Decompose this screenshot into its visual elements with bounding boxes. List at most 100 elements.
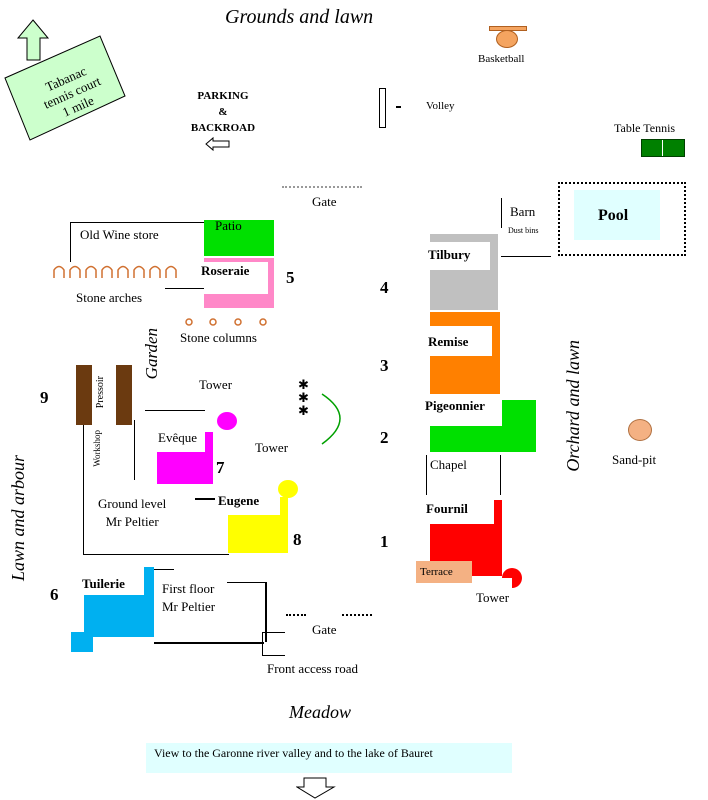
tower-top-label: Tower — [199, 377, 233, 392]
bottom-gate-marker — [342, 614, 372, 616]
wall-line — [70, 222, 204, 223]
lawn-arbour-label: Lawn and arbour — [8, 455, 28, 582]
wall-line — [500, 455, 501, 495]
tower-right-label: Tower — [476, 590, 510, 605]
wall-line — [501, 198, 502, 228]
wall-line — [145, 410, 205, 411]
dust-bins-label: Dust bins — [508, 226, 539, 235]
patio-building — [204, 220, 274, 256]
wall-line — [154, 642, 264, 644]
ground-level-label: Ground level Mr Peltier — [98, 495, 166, 531]
tree-icon: ✱ — [298, 377, 309, 392]
view-banner: View to the Garonne river valley and to … — [146, 743, 512, 773]
volley-net-icon — [379, 88, 386, 128]
front-access-label: Front access road — [267, 661, 358, 676]
eugene-building — [228, 497, 288, 553]
remise-label: Remise — [428, 334, 469, 349]
tennis-direction-arrow-icon — [4, 19, 126, 141]
eveque-tower-icon — [217, 412, 237, 430]
tree-icon: ✱ — [298, 390, 309, 405]
number-1: 1 — [380, 532, 389, 551]
pool-label: Pool — [598, 207, 629, 224]
pool-area-border — [558, 182, 686, 256]
tilbury-building — [430, 234, 498, 310]
eugene-tower-icon — [278, 480, 298, 498]
down-arrow-icon — [296, 777, 336, 799]
parking-label: PARKING & BACKROAD — [178, 88, 268, 136]
wall-line — [165, 288, 205, 289]
number-9: 9 — [40, 388, 49, 407]
roseraie-label: Roseraie — [201, 263, 250, 278]
table-tennis-label: Table Tennis — [614, 121, 676, 135]
tree-icon: ✱ — [298, 403, 309, 418]
parking-line3: BACKROAD — [190, 122, 256, 134]
tuilerie-annex — [71, 632, 93, 652]
tuilerie-label: Tuilerie — [82, 576, 125, 591]
tilbury-label: Tilbury — [428, 247, 471, 262]
basketball-icon — [496, 30, 518, 48]
wall-line — [134, 420, 135, 480]
front-gate-post — [262, 632, 285, 656]
top-gate-label: Gate — [312, 194, 337, 209]
basketball-label: Basketball — [478, 53, 525, 65]
tree-icons: ✱ ✱ ✱ — [298, 378, 309, 417]
first-floor-line1: First floor — [162, 581, 215, 596]
sandpit-label: Sand-pit — [612, 452, 657, 467]
meadow-label: Meadow — [289, 702, 351, 722]
wall-line — [265, 582, 267, 642]
tower-mid-label: Tower — [255, 440, 289, 455]
number-2: 2 — [380, 428, 389, 447]
pressoir-label: Pressoir — [95, 376, 106, 409]
number-5: 5 — [286, 268, 295, 287]
first-floor-label: First floor Mr Peltier — [162, 580, 215, 616]
bottom-gate-label: Gate — [312, 622, 337, 637]
orchard-lawn-label: Orchard and lawn — [563, 340, 583, 472]
tuilerie-building — [84, 567, 154, 637]
top-gate-marker — [282, 186, 362, 188]
number-4: 4 — [380, 278, 389, 297]
volley-label: Volley — [426, 100, 455, 112]
parking-arrow-icon — [205, 136, 230, 152]
roseraie-building — [204, 258, 274, 308]
eveque-building — [157, 432, 213, 484]
pigeonnier-label: Pigeonnier — [425, 398, 485, 413]
wall-line — [154, 569, 174, 570]
stone-arches-icon — [53, 265, 177, 278]
workshop-label: Workshop — [92, 430, 102, 467]
number-3: 3 — [380, 356, 389, 375]
wall-line — [426, 455, 427, 495]
pigeonnier-building — [430, 400, 536, 452]
wall-line — [227, 582, 267, 583]
table-tennis-icon — [641, 139, 685, 157]
wall-line — [70, 222, 71, 262]
ground-level-line2: Mr Peltier — [105, 514, 159, 529]
pressoir-building — [76, 365, 132, 425]
arc-icon — [321, 393, 341, 445]
barn-label: Barn — [510, 204, 536, 219]
view-banner-text: View to the Garonne river valley and to … — [154, 746, 433, 760]
parking-line2: & — [218, 106, 228, 118]
ground-level-line1: Ground level — [98, 496, 167, 511]
patio-label: Patio — [215, 218, 242, 233]
eugene-label: Eugene — [218, 493, 260, 508]
parking-line1: PARKING — [197, 90, 249, 102]
remise-building — [430, 312, 500, 394]
wall-line — [501, 256, 551, 257]
volley-arrow-icon — [396, 106, 401, 108]
fournil-label: Fournil — [426, 501, 468, 516]
bottom-gate-marker — [286, 614, 306, 616]
wall-line — [195, 498, 215, 500]
eveque-label: Evêque — [158, 430, 197, 445]
terrace-label: Terrace — [420, 566, 453, 578]
terrace-area — [416, 561, 472, 583]
old-wine-store-label: Old Wine store — [80, 227, 159, 242]
garden-label: Garden — [142, 328, 161, 380]
wall-line — [83, 420, 84, 555]
grounds-heading: Grounds and lawn — [225, 6, 374, 28]
wall-line — [83, 554, 229, 555]
tower-icon — [502, 568, 522, 588]
number-8: 8 — [293, 530, 302, 549]
number-6: 6 — [50, 585, 59, 604]
number-7: 7 — [216, 458, 225, 477]
first-floor-line2: Mr Peltier — [162, 599, 216, 614]
